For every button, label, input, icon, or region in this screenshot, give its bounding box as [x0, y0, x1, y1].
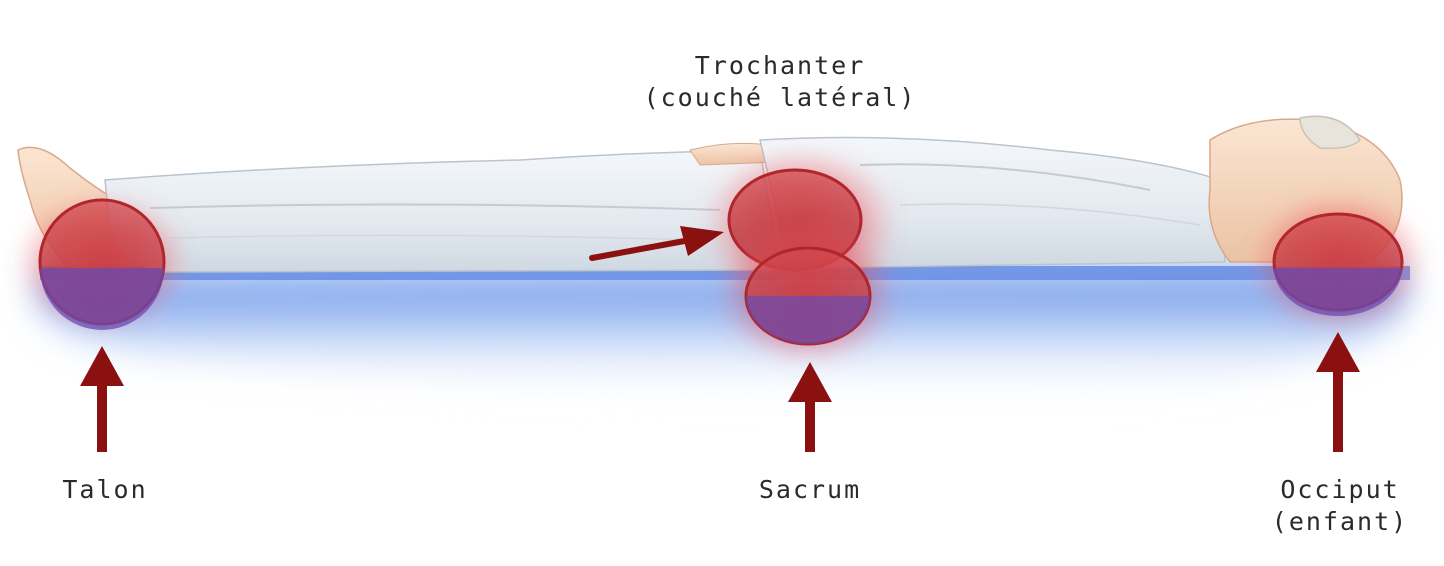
- pressure-zone-talon: [14, 190, 190, 334]
- label-sacrum-title: Sacrum: [690, 474, 930, 506]
- arrow-talon: [80, 346, 124, 452]
- label-talon-title: Talon: [20, 474, 190, 506]
- label-occiput: Occiput (enfant): [1240, 474, 1440, 538]
- label-trochanter-note: (couché latéral): [560, 82, 1000, 114]
- label-occiput-title: Occiput: [1240, 474, 1440, 506]
- label-talon: Talon: [20, 474, 190, 506]
- pressure-zone-occiput: [1248, 190, 1428, 334]
- label-trochanter: Trochanter (couché latéral): [560, 50, 1000, 114]
- label-trochanter-title: Trochanter: [560, 50, 1000, 82]
- pressure-zone-sacrum: [716, 223, 900, 367]
- label-sacrum: Sacrum: [690, 474, 930, 506]
- label-occiput-note: (enfant): [1240, 506, 1440, 538]
- legs: [105, 150, 780, 272]
